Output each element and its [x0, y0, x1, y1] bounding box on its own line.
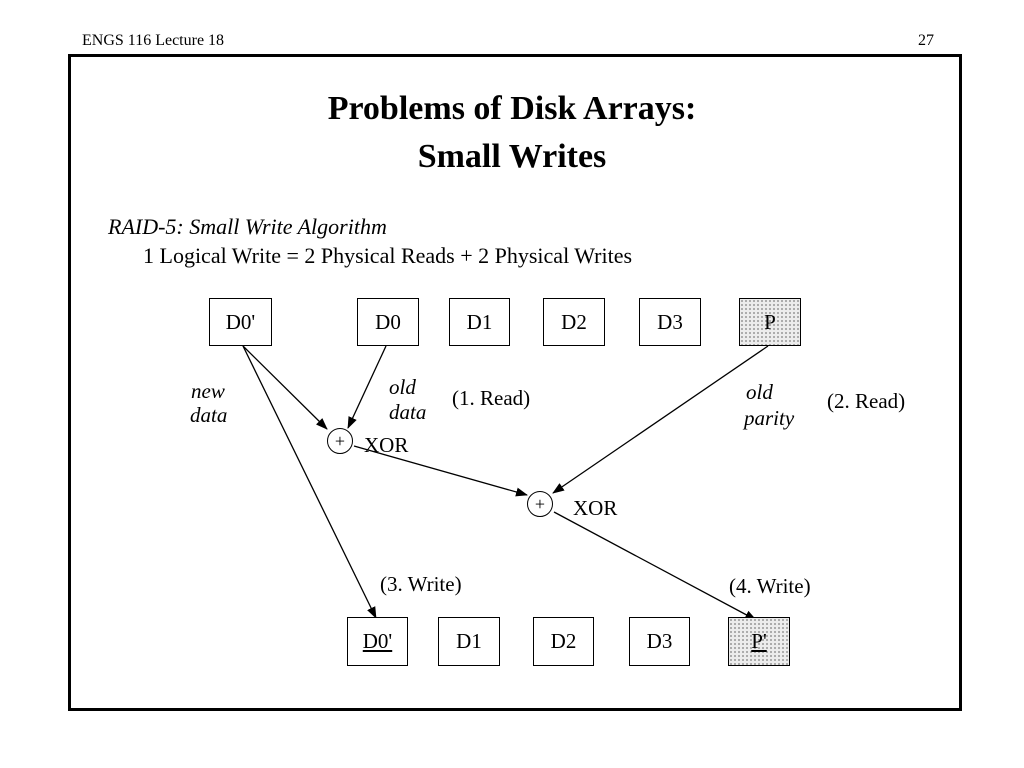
step-4-write: (4. Write): [729, 574, 811, 598]
disk-d3-bottom: D3: [629, 617, 690, 666]
new-data-label-line2: data: [190, 403, 228, 427]
arrow-new-data-to-disk0: [242, 345, 377, 619]
xor-label-1: XOR: [364, 433, 409, 457]
parity-disk: P: [739, 298, 801, 346]
algorithm-subtitle: RAID-5: Small Write Algorithm: [108, 214, 387, 239]
new-data-label-line1: new: [191, 379, 225, 403]
step-3-write: (3. Write): [380, 572, 462, 596]
old-data-label-line2: data: [389, 400, 427, 424]
disk-d2: D2: [543, 298, 605, 346]
disk-d3: D3: [639, 298, 701, 346]
step-2-read: (2. Read): [827, 389, 906, 413]
slide-title-line2: Small Writes: [417, 138, 607, 175]
write-formula: 1 Logical Write = 2 Physical Reads + 2 P…: [143, 243, 633, 268]
disk-d0-new-label: D0': [362, 629, 393, 653]
old-data-label-line1: old: [389, 375, 416, 399]
disk-d0-new: D0': [347, 617, 408, 666]
arrow-xor1-to-xor2: [353, 445, 528, 497]
slide-title-line1: Problems of Disk Arrays:: [327, 90, 697, 127]
new-data-block: D0': [209, 298, 272, 346]
xor-node-1: +: [327, 428, 353, 454]
arrow-old-parity-to-xor2: [552, 345, 769, 494]
disk-d0: D0: [357, 298, 419, 346]
page-number: 27: [918, 32, 934, 49]
parity-disk-new-label: P': [751, 629, 767, 653]
arrow-xor2-to-new-parity: [553, 511, 757, 621]
old-parity-label-line2: parity: [744, 406, 795, 430]
arrow-new-data-to-xor1: [242, 345, 328, 430]
xor-label-2: XOR: [573, 496, 618, 520]
parity-disk-new: P': [728, 617, 790, 666]
disk-d1: D1: [449, 298, 510, 346]
old-parity-label-line1: old: [746, 380, 773, 404]
step-1-read: (1. Read): [452, 386, 531, 410]
course-header: ENGS 116 Lecture 18: [82, 32, 225, 49]
arrow-old-data-to-xor1: [347, 345, 387, 429]
xor-node-2: +: [527, 491, 553, 517]
slide-frame: [68, 54, 962, 711]
disk-d1-bottom: D1: [438, 617, 500, 666]
disk-d2-bottom: D2: [533, 617, 594, 666]
